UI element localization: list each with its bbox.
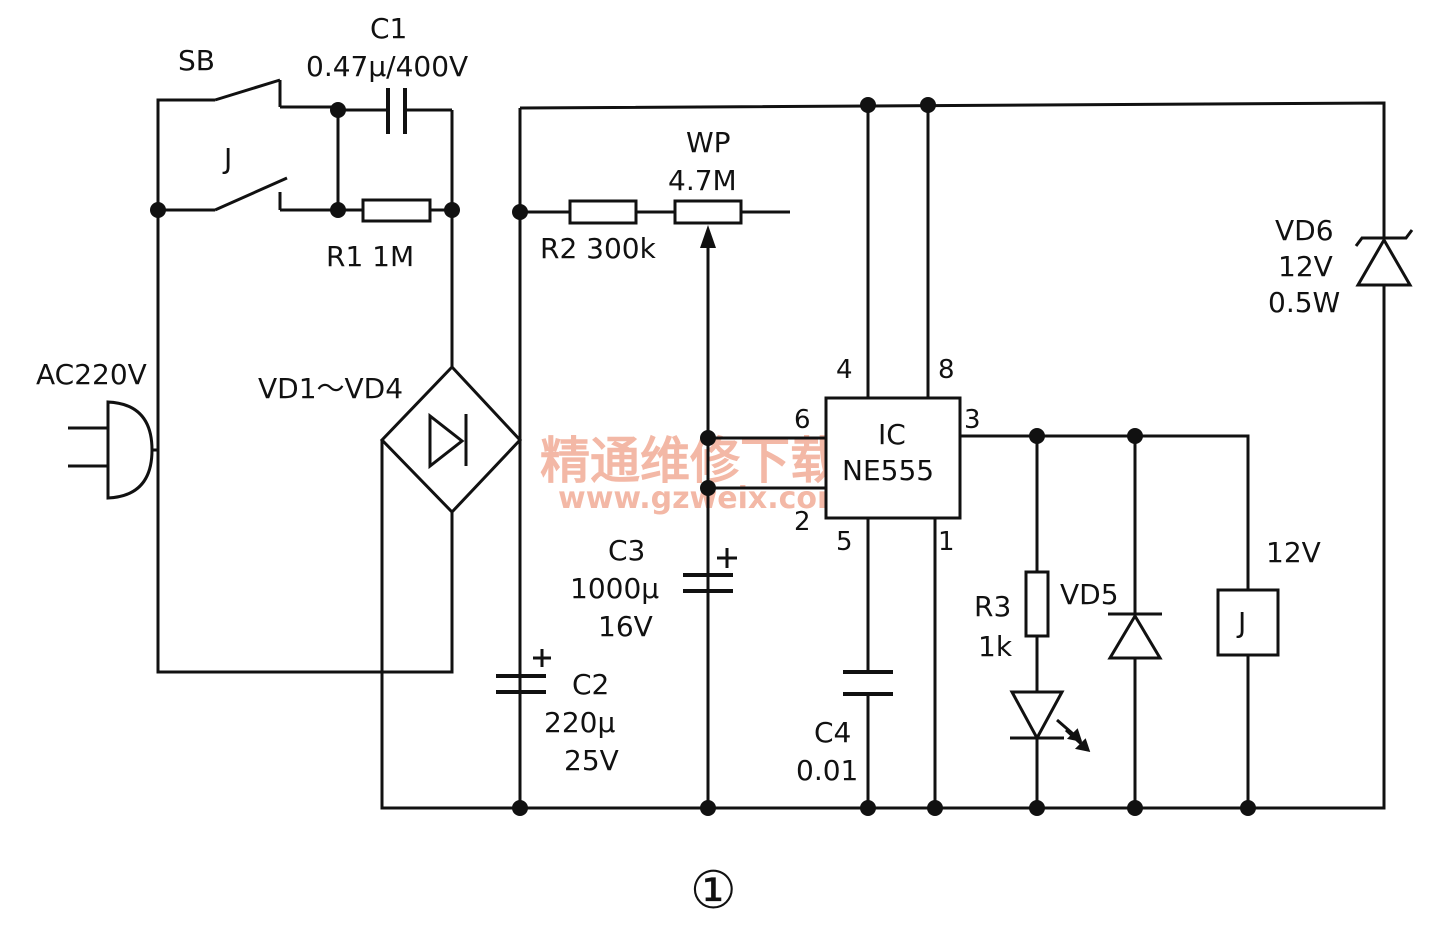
pin-5: 5: [836, 527, 853, 557]
capacitor-c4: [843, 670, 893, 696]
label-wp-name: WP: [686, 126, 731, 159]
relay-contact-j: [214, 176, 288, 212]
label-ic-name: IC: [878, 418, 906, 451]
resistor-r1: [361, 198, 432, 223]
watermark: 精通维修下载 www.gzweix.com: [540, 432, 848, 516]
label-c2-name: C2: [572, 668, 609, 701]
label-c2-voltage: 25V: [564, 744, 619, 777]
pin-4: 4: [836, 355, 853, 385]
label-relay-voltage: 12V: [1266, 536, 1321, 569]
relay-coil-j: [1216, 588, 1280, 657]
label-r2: R2 300k: [540, 232, 657, 265]
capacitor-c3: [683, 548, 737, 593]
label-sb: SB: [178, 44, 215, 77]
label-bridge: VD1～VD4: [258, 372, 403, 405]
pin-8: 8: [938, 355, 955, 385]
ac-plug: [68, 400, 158, 500]
zener-vd6: [1354, 229, 1414, 287]
label-relay: J: [1236, 606, 1246, 639]
watermark-chinese: 精通维修下载: [540, 432, 840, 490]
capacitor-c1: [386, 88, 407, 134]
led: [1009, 690, 1091, 752]
labels: SB C1 0.47μ/400V J R1 1M AC220V VD1～VD4 …: [36, 12, 1340, 921]
label-c1-value: 0.47μ/400V: [306, 50, 468, 83]
figure-number: ①: [690, 861, 737, 921]
label-ac: AC220V: [36, 358, 147, 391]
resistor-r3: [1024, 570, 1050, 638]
label-ic-part: NE555: [842, 454, 934, 487]
potentiometer-wp: [673, 199, 743, 248]
label-c3-value: 1000μ: [570, 572, 659, 605]
wires: [156, 98, 1386, 810]
label-c4-value: 0.01: [796, 754, 858, 787]
label-vd6-voltage: 12V: [1278, 250, 1333, 283]
label-c1-name: C1: [370, 12, 407, 45]
pin-1: 1: [938, 527, 955, 557]
junction-dots: [150, 97, 1256, 816]
bridge-rectifier: [379, 364, 523, 560]
label-wp-value: 4.7M: [668, 164, 737, 197]
label-vd6-power: 0.5W: [1268, 286, 1340, 319]
pin-6: 6: [794, 405, 811, 435]
label-c3-voltage: 16V: [598, 610, 653, 643]
resistor-r2: [568, 199, 638, 225]
label-c2-value: 220μ: [544, 706, 615, 739]
label-c4-name: C4: [814, 716, 851, 749]
label-vd5: VD5: [1060, 578, 1119, 611]
switch-sb: [214, 78, 282, 107]
ic-ne555: [824, 396, 962, 520]
label-r3-value: 1k: [978, 630, 1013, 663]
diode-vd5: [1107, 612, 1163, 660]
label-r3-name: R3: [974, 590, 1011, 623]
label-c3-name: C3: [608, 534, 645, 567]
pin-2: 2: [794, 507, 811, 537]
label-r1: R1 1M: [326, 240, 414, 273]
capacitor-c2: [496, 649, 551, 694]
label-j-contact: J: [222, 142, 232, 175]
label-vd6-name: VD6: [1275, 214, 1334, 247]
pin-3: 3: [964, 405, 981, 435]
